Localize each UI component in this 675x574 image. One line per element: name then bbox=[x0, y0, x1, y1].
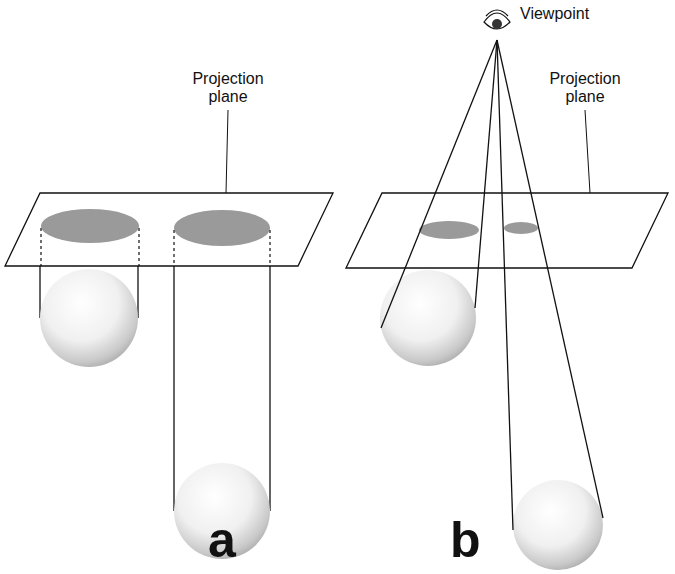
viewpoint-label: Viewpoint bbox=[520, 5, 589, 23]
projection-shadow bbox=[174, 210, 270, 246]
panel-letter: a bbox=[208, 515, 236, 565]
projection-plane bbox=[5, 193, 333, 266]
plane-label: Projection plane bbox=[183, 70, 273, 106]
viewpoint-eye bbox=[484, 10, 510, 29]
projection-shadow bbox=[41, 209, 139, 243]
sphere bbox=[40, 269, 138, 367]
projection-rays bbox=[381, 40, 603, 530]
panel-letter: b bbox=[450, 515, 481, 565]
sphere bbox=[380, 270, 476, 366]
plane-label: Projection plane bbox=[540, 70, 630, 106]
projection-shadow bbox=[419, 221, 479, 239]
projection-plane bbox=[346, 193, 668, 268]
projection-shadow bbox=[504, 222, 538, 234]
sphere bbox=[513, 480, 603, 570]
